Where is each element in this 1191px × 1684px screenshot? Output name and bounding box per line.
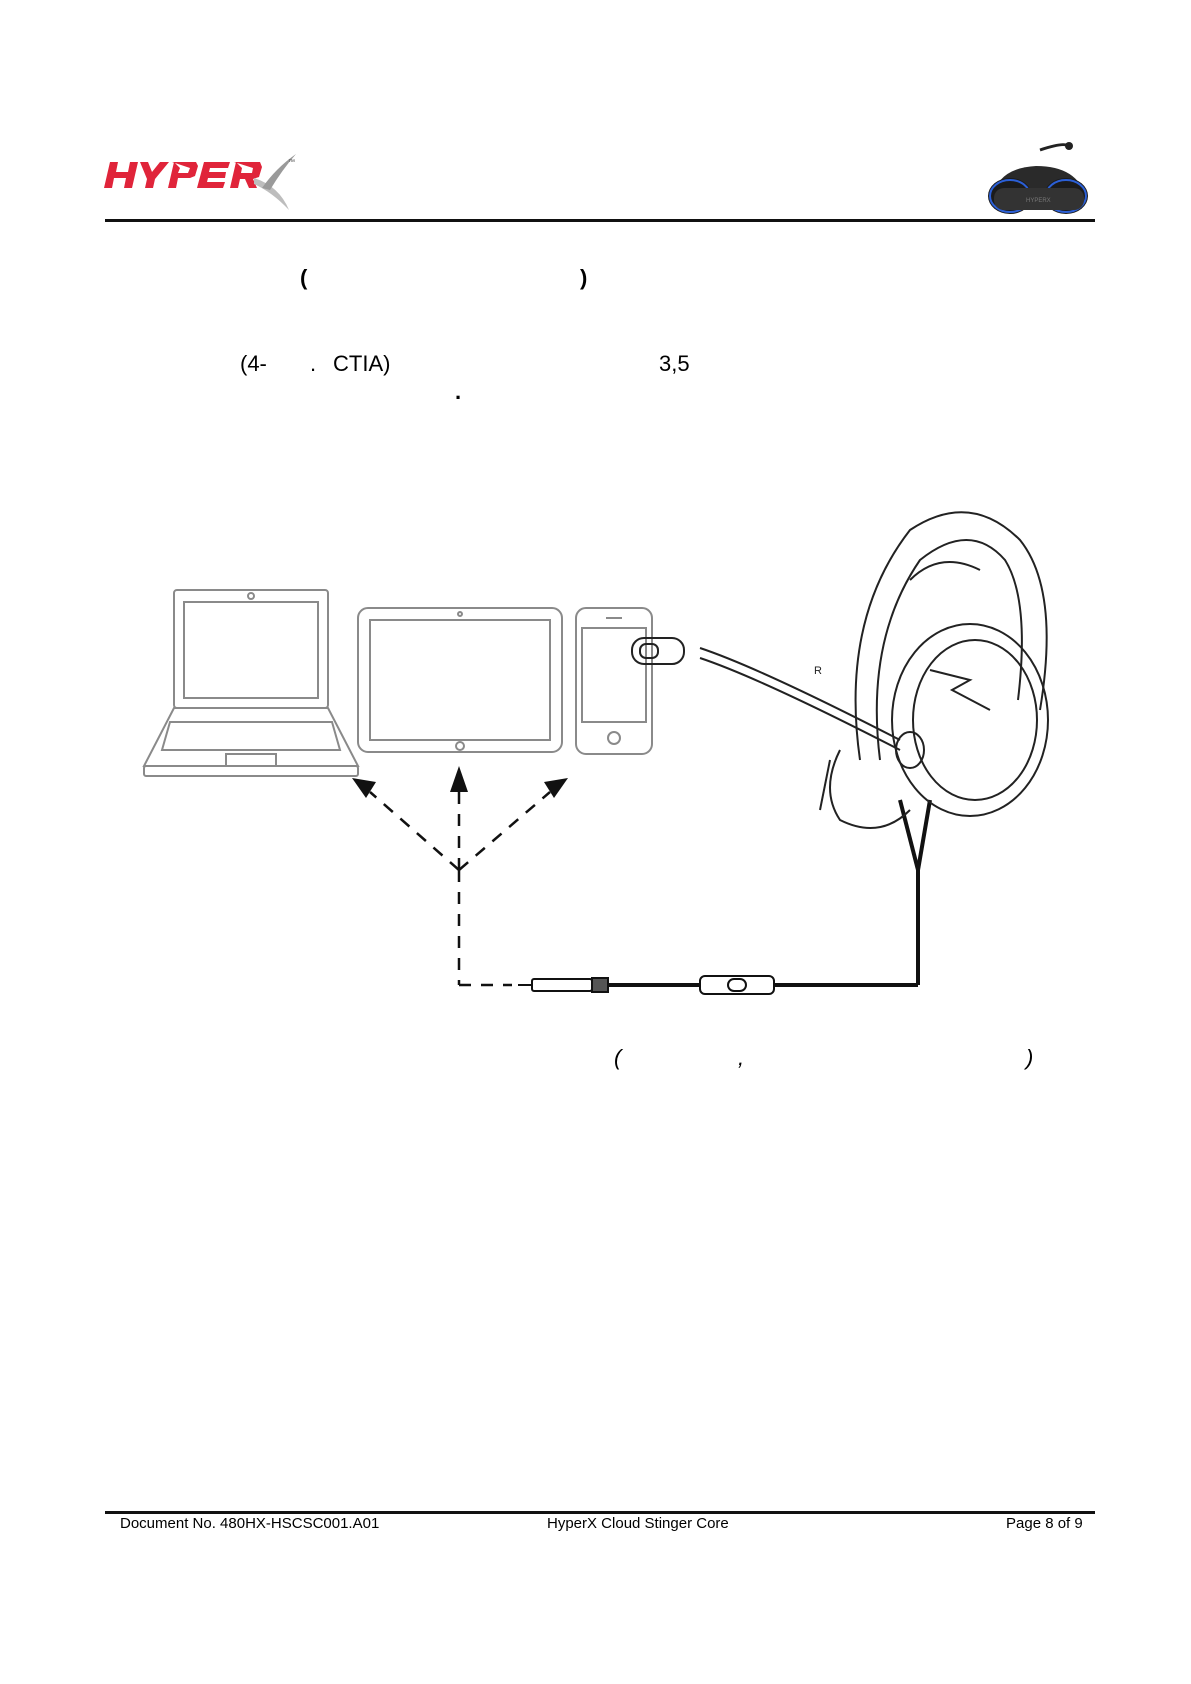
headset-illustration: R	[631, 511, 1049, 829]
footer-document-number: Document No. 480HX-HSCSC001.A01	[120, 1515, 380, 1532]
text-ctia: CTIA)	[333, 351, 391, 376]
connection-arrows	[369, 780, 551, 987]
text-period: .	[455, 379, 462, 404]
footer-page-number: Page 8 of 9	[1006, 1515, 1083, 1532]
laptop-icon	[142, 589, 360, 777]
text-dot: .	[310, 351, 317, 376]
caption-paren-open: (	[614, 1045, 622, 1070]
header-divider	[105, 219, 1095, 222]
smartphone-icon	[575, 607, 653, 755]
text-4pole: (4-	[240, 351, 267, 376]
earcup-label: R	[814, 665, 822, 677]
svg-text:™: ™	[288, 159, 295, 166]
heading-paren-open: (	[300, 265, 308, 290]
caption-paren-close: )	[1026, 1045, 1034, 1070]
footer-divider	[105, 1511, 1095, 1514]
audio-cable	[518, 799, 932, 995]
footer-product-name: HyperX Cloud Stinger Core	[547, 1515, 729, 1532]
text-jack-size: 3,5	[659, 351, 690, 376]
headset-thumbnail: HYPERX	[980, 140, 1098, 218]
svg-text:HYPERX: HYPERX	[1026, 198, 1051, 204]
heading-paren-close: )	[580, 265, 588, 290]
tablet-icon	[357, 607, 563, 753]
hyperx-logo: ™	[104, 148, 304, 218]
connection-diagram: R	[140, 510, 1080, 1010]
caption-comma: ,	[738, 1045, 745, 1070]
